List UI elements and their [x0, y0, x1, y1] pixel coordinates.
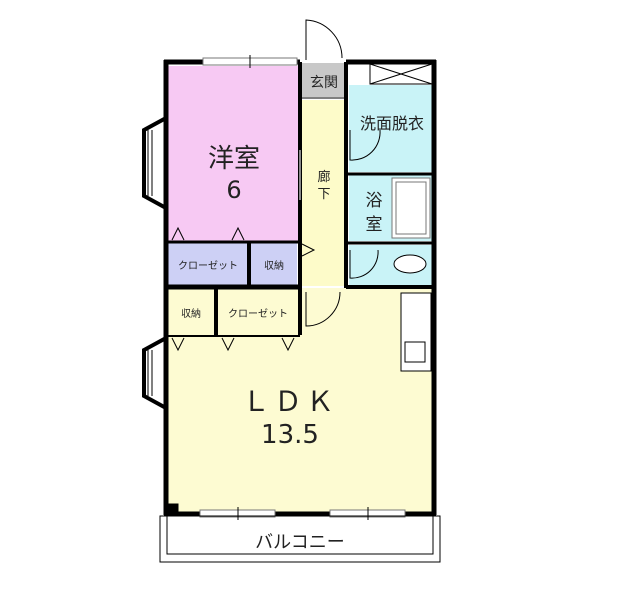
storage-upper-label: 収納: [264, 261, 284, 272]
washroom: [349, 85, 432, 172]
closet-upper: [168, 243, 248, 285]
ldk-size: 13.5: [261, 420, 319, 450]
closet-lower-label: クローゼット: [228, 309, 288, 320]
storage-lower-label: 収納: [181, 309, 201, 320]
western-room-size: 6: [226, 176, 242, 204]
western-room: [168, 66, 298, 242]
washroom-label: 洗面脱衣: [359, 114, 424, 133]
corridor-label-2: 下: [317, 187, 331, 202]
storage-upper: [251, 243, 297, 285]
western-room-label: 洋室: [207, 144, 260, 174]
corridor: [302, 100, 344, 286]
entrance-label: 玄関: [310, 75, 338, 91]
balcony-label: バルコニー: [255, 532, 345, 553]
closet-upper-label: クローゼット: [178, 261, 238, 272]
entrance: [302, 63, 344, 97]
bathroom-label-2: 室: [365, 215, 383, 235]
ldk-label: ＬＤＫ: [241, 385, 338, 418]
bathroom-label-1: 浴: [365, 191, 383, 211]
corridor-label-1: 廊: [317, 170, 331, 185]
